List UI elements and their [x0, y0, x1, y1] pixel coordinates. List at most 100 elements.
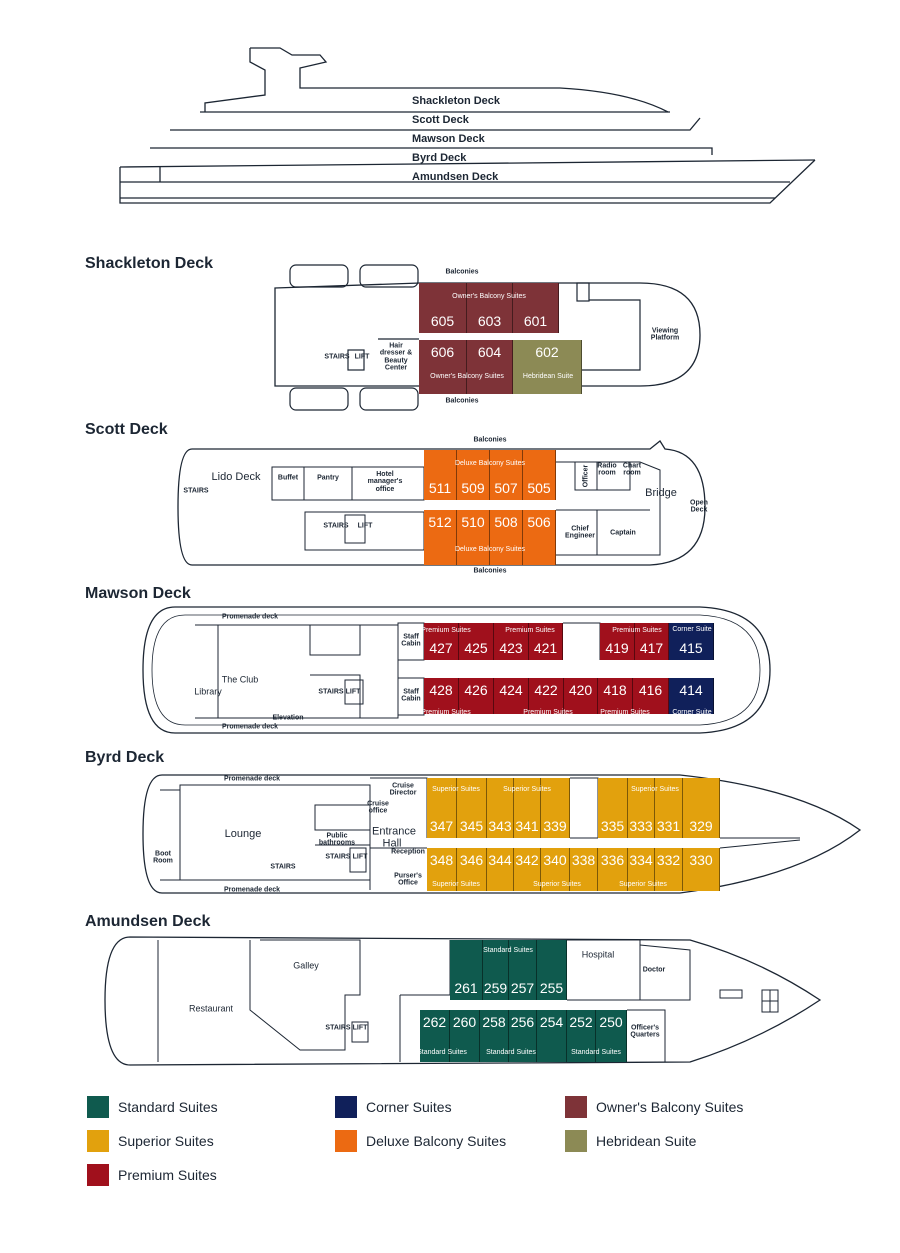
legend-label: Premium Suites	[118, 1167, 217, 1183]
cabin-509[interactable]: 509	[457, 450, 490, 500]
cabin-510[interactable]: 510	[457, 510, 490, 565]
legend-item-superior: Superior Suites	[87, 1130, 214, 1152]
cabin-426[interactable]: 426	[459, 678, 494, 714]
category-label: Superior Suites	[533, 881, 581, 888]
cabin-335[interactable]: 335	[598, 778, 628, 838]
cabin-340[interactable]: 340	[541, 848, 570, 891]
cabin-427[interactable]: 427	[424, 623, 459, 660]
room-label-captain: Captain	[610, 529, 636, 537]
cabin-346[interactable]: 346	[457, 848, 487, 891]
cabin-416[interactable]: 416	[633, 678, 669, 714]
cabin-421[interactable]: 421	[529, 623, 563, 660]
cabin-341[interactable]: 341	[514, 778, 541, 838]
cabin-262[interactable]: 262	[420, 1010, 450, 1062]
legend-swatch	[565, 1096, 587, 1118]
cabin-252[interactable]: 252	[567, 1010, 596, 1062]
cabin-347[interactable]: 347	[427, 778, 457, 838]
category-label: Corner Suite	[672, 709, 712, 716]
cabin-414[interactable]: 414	[669, 678, 714, 714]
cabin-417[interactable]: 417	[635, 623, 669, 660]
cabin-255[interactable]: 255	[537, 940, 567, 1000]
legend-label: Superior Suites	[118, 1133, 214, 1149]
cabin-508[interactable]: 508	[490, 510, 523, 565]
legend-swatch	[335, 1096, 357, 1118]
category-label: Owner's Balcony Suites	[452, 293, 526, 300]
cabin-505[interactable]: 505	[523, 450, 556, 500]
room-label-bridge: Bridge	[645, 487, 677, 500]
cabin-260[interactable]: 260	[450, 1010, 480, 1062]
cabin-425[interactable]: 425	[459, 623, 494, 660]
cabin-424[interactable]: 424	[494, 678, 529, 714]
legend-label: Standard Suites	[118, 1099, 218, 1115]
cabin-423[interactable]: 423	[494, 623, 529, 660]
room-label-library: Library	[194, 686, 222, 697]
cabin-339[interactable]: 339	[541, 778, 570, 838]
room-label-buffet: Buffet	[277, 474, 299, 482]
category-label: Deluxe Balcony Suites	[454, 460, 526, 467]
cabin-329[interactable]: 329	[683, 778, 720, 838]
cabin-344[interactable]: 344	[487, 848, 514, 891]
cabin-338[interactable]: 338	[570, 848, 598, 891]
legend-item-premium: Premium Suites	[87, 1164, 217, 1186]
cabin-419[interactable]: 419	[600, 623, 635, 660]
legend-label: Deluxe Balcony Suites	[366, 1133, 507, 1149]
cabin-343[interactable]: 343	[487, 778, 514, 838]
cabin-334[interactable]: 334	[628, 848, 655, 891]
deck-title-scott: Scott Deck	[85, 421, 168, 438]
cabin-333[interactable]: 333	[628, 778, 655, 838]
cabin-332[interactable]: 332	[655, 848, 683, 891]
room-label-purser-s-office: Purser's Office	[394, 872, 422, 887]
room-label-open-deck: Open Deck	[690, 499, 708, 514]
room-label-hotel-manager-s-office: Hotel manager's office	[367, 470, 403, 493]
cabin-511[interactable]: 511	[424, 450, 457, 500]
cabin-256[interactable]: 256	[509, 1010, 537, 1062]
room-label-the-club: The Club	[221, 674, 259, 685]
cabin-512[interactable]: 512	[424, 510, 457, 565]
cabin-605[interactable]: 605	[419, 283, 467, 333]
legend-item-hebridean: Hebridean Suite	[565, 1130, 696, 1152]
room-label-balconies: Balconies	[473, 567, 507, 575]
cabin-418[interactable]: 418	[598, 678, 633, 714]
room-label-viewing-platform: Viewing Platform	[650, 327, 680, 342]
legend-swatch	[87, 1130, 109, 1152]
cabin-345[interactable]: 345	[457, 778, 487, 838]
room-label-lido-deck: Lido Deck	[211, 471, 261, 484]
cabin-606[interactable]: 606	[419, 340, 467, 394]
byrd-outline	[142, 774, 862, 894]
cabin-604[interactable]: 604	[467, 340, 513, 394]
cabin-259[interactable]: 259	[483, 940, 509, 1000]
legend-swatch	[87, 1096, 109, 1118]
cabin-420[interactable]: 420	[564, 678, 598, 714]
category-label: Superior Suites	[631, 786, 679, 793]
shackleton-outline	[274, 282, 701, 387]
profile-label-scott: Scott Deck	[412, 114, 469, 126]
cabin-254[interactable]: 254	[537, 1010, 567, 1062]
cabin-250[interactable]: 250	[596, 1010, 627, 1062]
amundsen-outline	[104, 936, 822, 1066]
cabin-415[interactable]: 415	[669, 623, 714, 660]
cabin-258[interactable]: 258	[480, 1010, 509, 1062]
legend-swatch	[565, 1130, 587, 1152]
cabin-342[interactable]: 342	[514, 848, 541, 891]
cabin-422[interactable]: 422	[529, 678, 564, 714]
cabin-507[interactable]: 507	[490, 450, 523, 500]
cabin-336[interactable]: 336	[598, 848, 628, 891]
cabin-330[interactable]: 330	[683, 848, 720, 891]
cabin-601[interactable]: 601	[513, 283, 559, 333]
category-label: Hebridean Suite	[522, 373, 574, 380]
cabin-506[interactable]: 506	[523, 510, 556, 565]
cabin-261[interactable]: 261	[450, 940, 483, 1000]
category-label: Premium Suites	[600, 709, 650, 716]
room-label-stairs: STAIRS	[325, 1024, 351, 1032]
category-label: Superior Suites	[619, 881, 667, 888]
cabin-348[interactable]: 348	[427, 848, 457, 891]
room-label-lift: LIFT	[352, 1024, 368, 1032]
cabin-603[interactable]: 603	[467, 283, 513, 333]
room-label-promenade-deck: Promenade deck	[221, 613, 279, 621]
cabin-257[interactable]: 257	[509, 940, 537, 1000]
legend-swatch	[335, 1130, 357, 1152]
cabin-602[interactable]: 602	[513, 340, 582, 394]
cabin-331[interactable]: 331	[655, 778, 683, 838]
cabin-428[interactable]: 428	[424, 678, 459, 714]
